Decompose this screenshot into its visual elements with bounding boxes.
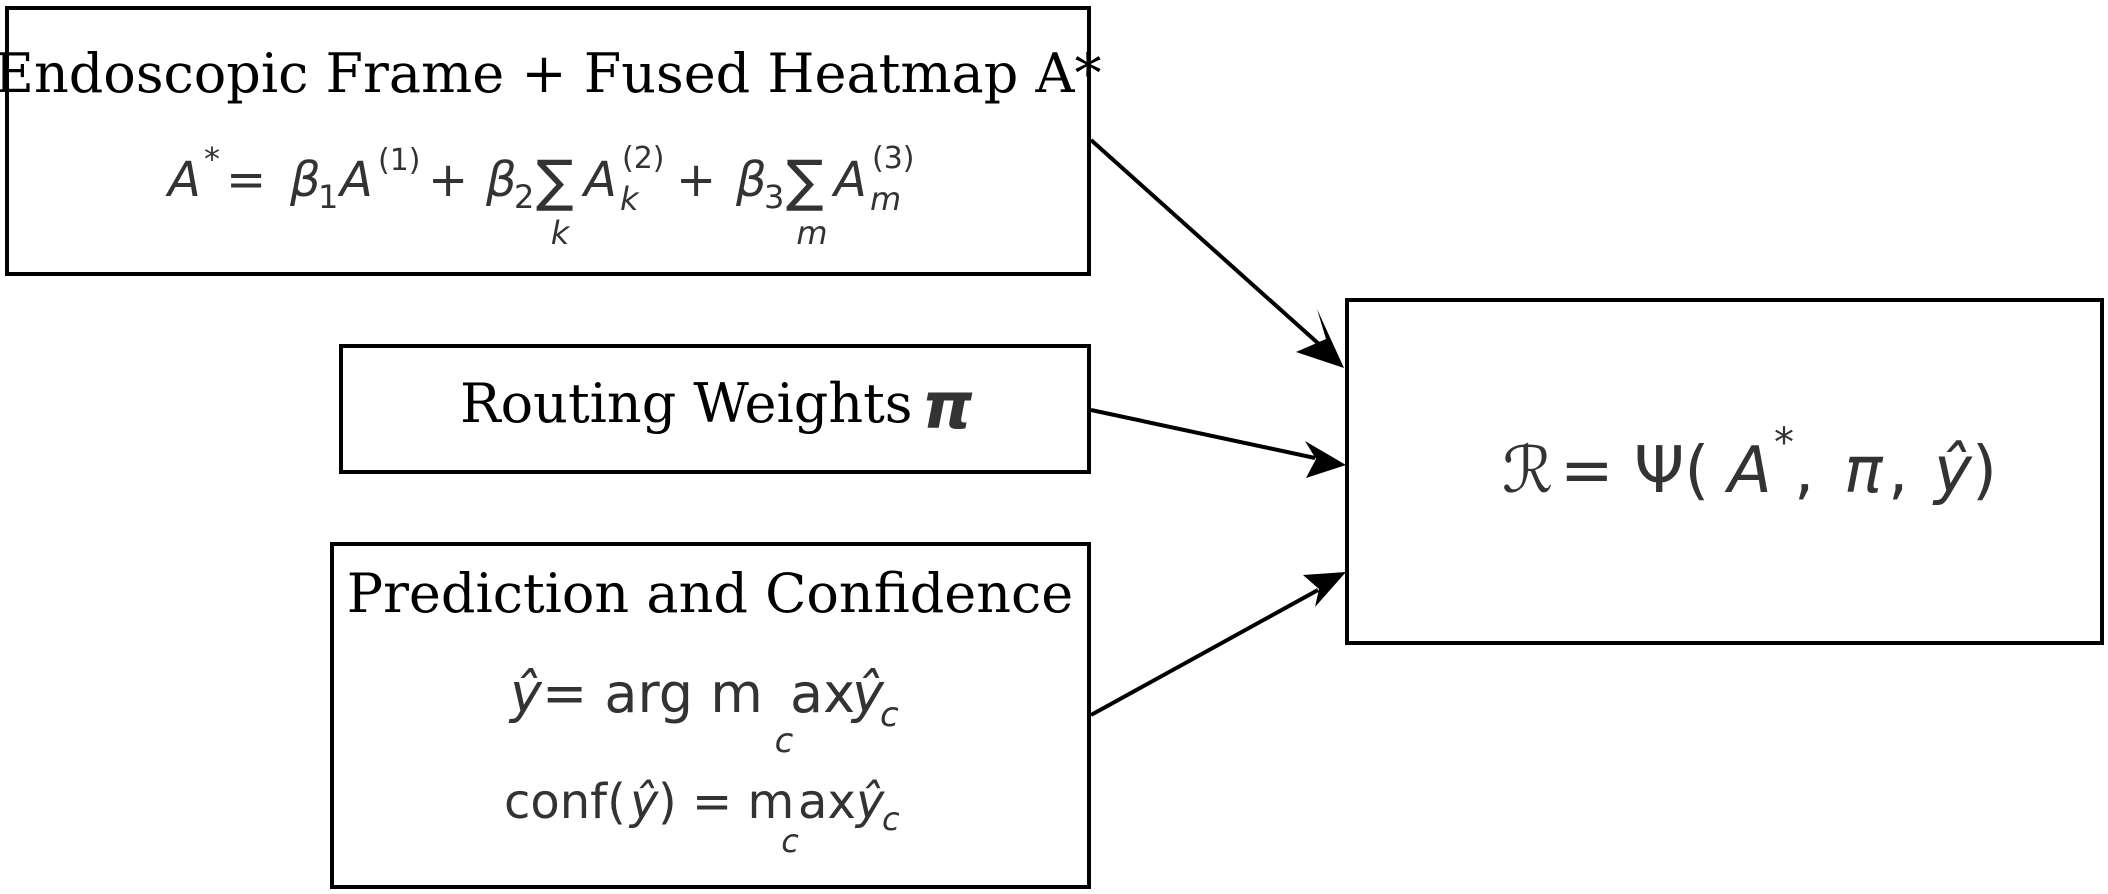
arrow-routing-to-output [1090, 408, 1346, 478]
fused-heatmap-formula: A * = β 1 A (1) + β 2 ∑ k A k (2) + β 3 … [165, 140, 915, 252]
output-box [1345, 298, 2104, 645]
formula-superscript: (3) [872, 141, 915, 176]
prediction-title: Prediction and Confidence [347, 562, 1073, 625]
output-node: ℛ = Ψ( A * , π , ŷ ) [1345, 298, 2104, 645]
prediction-box [330, 542, 1091, 889]
formula-max-suffix: ax [790, 662, 855, 725]
formula-equals: = [226, 152, 266, 208]
formula-conf: conf( [504, 774, 626, 830]
formula-symbol-a: A [165, 152, 201, 208]
formula-subscript: m [870, 180, 901, 218]
input-frame-node: Endoscopic Frame + Fused Heatmap A* A * … [0, 6, 1101, 276]
formula-beta-1: β [289, 152, 321, 208]
formula-equals-psi: = Ψ( [1560, 434, 1709, 508]
formula-comma: , [1794, 434, 1814, 508]
routing-weights-box [339, 344, 1091, 474]
confidence-formula: conf( ŷ ) = m ax c ŷ c [504, 774, 900, 860]
formula-symbol-a: A [1724, 434, 1772, 508]
formula-pi: π [1844, 434, 1884, 508]
formula-superscript: (2) [622, 141, 665, 176]
formula-plus: + [428, 152, 468, 208]
formula-max-index: c [775, 721, 794, 761]
formula-subscript: k [620, 180, 640, 218]
formula-symbol-a: A [831, 152, 867, 208]
routing-weights-symbol: π [922, 370, 973, 444]
formula-subscript: c [880, 695, 899, 735]
formula-y-hat: ŷ [1932, 434, 1973, 508]
formula-subscript: 3 [764, 178, 784, 216]
formula-superscript: * [204, 140, 220, 178]
formula-sum-index: k [551, 214, 571, 252]
formula-arg-max: = arg m [542, 662, 763, 725]
formula-plus: + [676, 152, 716, 208]
formula-script-r: ℛ [1502, 434, 1553, 508]
formula-equals-max: ) = m [658, 774, 794, 830]
prediction-node: Prediction and Confidence ŷ = arg m ax c… [330, 542, 1091, 889]
input-frame-box [5, 6, 1091, 276]
arrow-input-to-output [1089, 138, 1344, 368]
routing-weights-node: Routing Weights π [339, 344, 1091, 474]
explanation-formula: ℛ = Ψ( A * , π , ŷ ) [1502, 420, 1997, 508]
formula-subscript: c [882, 800, 900, 838]
formula-sum-symbol: ∑ [786, 149, 824, 214]
prediction-formula: ŷ = arg m ax c ŷ c [508, 662, 899, 761]
formula-sum-symbol: ∑ [536, 149, 574, 214]
formula-superscript: * [1774, 420, 1794, 466]
routing-weights-title: Routing Weights [460, 372, 913, 435]
formula-y-hat: ŷ [854, 774, 885, 830]
arrow-prediction-to-output [1090, 572, 1346, 717]
formula-beta-3: β [735, 152, 767, 208]
formula-max-index: c [781, 822, 799, 860]
formula-symbol-a: A [337, 152, 373, 208]
formula-y-hat: ŷ [850, 662, 885, 725]
formula-sum-index: m [796, 214, 827, 252]
formula-y-hat: ŷ [508, 662, 543, 725]
formula-close-paren: ) [1972, 434, 1997, 508]
formula-y-hat: ŷ [628, 774, 659, 830]
formula-beta-2: β [485, 152, 517, 208]
formula-subscript: 1 [318, 178, 338, 216]
formula-symbol-a: A [581, 152, 617, 208]
formula-superscript: (1) [378, 143, 421, 178]
formula-comma: , [1888, 434, 1908, 508]
input-frame-title: Endoscopic Frame + Fused Heatmap A* [0, 42, 1101, 105]
formula-subscript: 2 [514, 178, 534, 216]
formula-max-suffix: ax [798, 774, 856, 830]
